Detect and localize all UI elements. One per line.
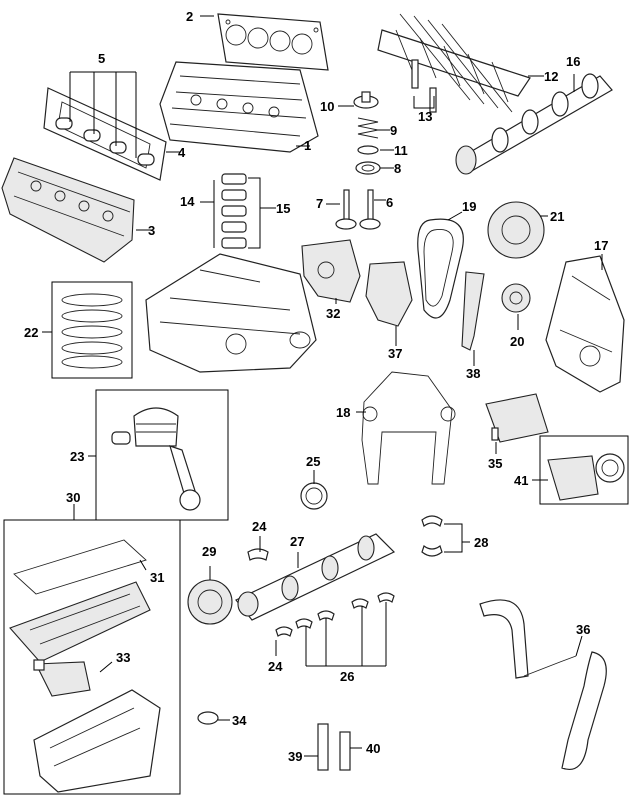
callout-2[interactable]: 2 [186, 9, 193, 24]
thrust-bearing[interactable] [247, 548, 269, 561]
callout-11[interactable]: 11 [394, 143, 408, 158]
bearing-plug-40[interactable] [339, 731, 351, 771]
callout-40[interactable]: 40 [366, 741, 380, 756]
piston-ring-box [51, 281, 133, 379]
crankshaft-sprocket[interactable] [501, 283, 531, 313]
oil-pan-group-box [3, 519, 181, 795]
callout-20[interactable]: 20 [510, 334, 524, 349]
piston-pin[interactable] [111, 431, 131, 445]
dipstick-tube[interactable] [479, 599, 577, 679]
callout-28[interactable]: 28 [474, 535, 488, 550]
leader-lines [42, 15, 603, 757]
valve-cover[interactable] [1, 157, 135, 263]
spring-seat[interactable] [357, 145, 379, 155]
callout-26[interactable]: 26 [340, 669, 354, 684]
lifters[interactable] [411, 59, 437, 113]
callout-36[interactable]: 36 [576, 622, 590, 637]
piston-rings[interactable] [61, 293, 123, 369]
piston[interactable] [133, 407, 179, 447]
oil-pickup[interactable] [33, 659, 91, 697]
valve-keepers[interactable] [221, 173, 247, 249]
callout-5[interactable]: 5 [98, 51, 105, 66]
main-bearings[interactable] [275, 592, 395, 637]
callout-41[interactable]: 41 [514, 473, 528, 488]
oil-filter-adapter[interactable] [485, 393, 549, 443]
callout-12[interactable]: 12 [544, 69, 558, 84]
engine-block[interactable] [145, 253, 317, 373]
callout-37[interactable]: 37 [388, 346, 402, 361]
timing-cover[interactable] [545, 255, 625, 393]
exhaust-valve[interactable] [335, 189, 357, 230]
callout-13[interactable]: 13 [418, 109, 432, 124]
callout-32[interactable]: 32 [326, 306, 340, 321]
thrust-washers[interactable] [421, 515, 443, 557]
callout-35[interactable]: 35 [488, 456, 502, 471]
head-gasket[interactable] [217, 13, 329, 71]
drain-plug-gasket[interactable] [197, 711, 219, 725]
callout-19[interactable]: 19 [462, 199, 476, 214]
callout-38[interactable]: 38 [466, 366, 480, 381]
valve-seal-washer[interactable] [355, 161, 381, 175]
callout-16[interactable]: 16 [566, 54, 580, 69]
rear-seal-box [539, 435, 629, 505]
callout-15[interactable]: 15 [276, 201, 290, 216]
callout-27[interactable]: 27 [290, 534, 304, 549]
oil-pump[interactable] [301, 239, 361, 303]
callout-34[interactable]: 34 [232, 713, 247, 728]
front-cover-gasket[interactable] [361, 371, 456, 485]
spark-plug-tube-seals[interactable] [55, 117, 155, 166]
valve-cover-gasket[interactable] [43, 87, 167, 181]
chain-tensioner[interactable] [461, 271, 485, 351]
oil-pan-gasket[interactable] [13, 539, 147, 595]
intake-valve[interactable] [359, 189, 381, 230]
callout-30[interactable]: 30 [66, 490, 80, 505]
callout-29[interactable]: 29 [202, 544, 216, 559]
callout-25[interactable]: 25 [306, 454, 320, 469]
connecting-rod[interactable] [169, 445, 201, 511]
callout-31[interactable]: 31 [150, 570, 164, 585]
callout-6[interactable]: 6 [386, 195, 393, 210]
callout-labels: 1 2 3 4 5 6 7 8 9 10 11 12 13 14 15 16 1… [24, 9, 608, 764]
callout-22[interactable]: 22 [24, 325, 38, 340]
oil-pan-upper[interactable] [9, 581, 151, 663]
cylinder-head[interactable] [159, 61, 319, 153]
crankcase-vent-tube[interactable] [561, 651, 607, 770]
rocker-arm-assembly[interactable] [377, 13, 531, 113]
valve-spring[interactable] [357, 117, 379, 139]
crankshaft-front-seal[interactable] [300, 482, 328, 510]
callout-10[interactable]: 10 [320, 99, 334, 114]
camshaft[interactable] [455, 73, 613, 175]
callout-39[interactable]: 39 [288, 749, 302, 764]
valve-stem-seal[interactable] [353, 91, 379, 109]
callout-3[interactable]: 3 [148, 223, 155, 238]
timing-chain[interactable] [417, 218, 464, 319]
crankshaft-damper[interactable] [187, 579, 233, 625]
timing-chain-guide[interactable] [365, 261, 413, 327]
bearing-plug-39[interactable] [317, 723, 329, 771]
callout-14[interactable]: 14 [180, 194, 195, 209]
callout-18[interactable]: 18 [336, 405, 350, 420]
callout-33[interactable]: 33 [116, 650, 130, 665]
rear-main-seal-retainer[interactable] [547, 453, 625, 501]
callout-23[interactable]: 23 [70, 449, 84, 464]
callout-1[interactable]: 1 [304, 138, 311, 153]
callout-21[interactable]: 21 [550, 209, 564, 224]
callout-8[interactable]: 8 [394, 161, 401, 176]
callout-4[interactable]: 4 [178, 145, 186, 160]
oil-pan[interactable] [33, 689, 161, 793]
callout-7[interactable]: 7 [316, 196, 323, 211]
callout-9[interactable]: 9 [390, 123, 397, 138]
callout-24[interactable]: 24 [252, 519, 267, 534]
camshaft-sprocket[interactable] [487, 201, 545, 259]
callout-24-lower[interactable]: 24 [268, 659, 283, 674]
callout-17[interactable]: 17 [594, 238, 608, 253]
crankshaft[interactable] [235, 533, 396, 621]
